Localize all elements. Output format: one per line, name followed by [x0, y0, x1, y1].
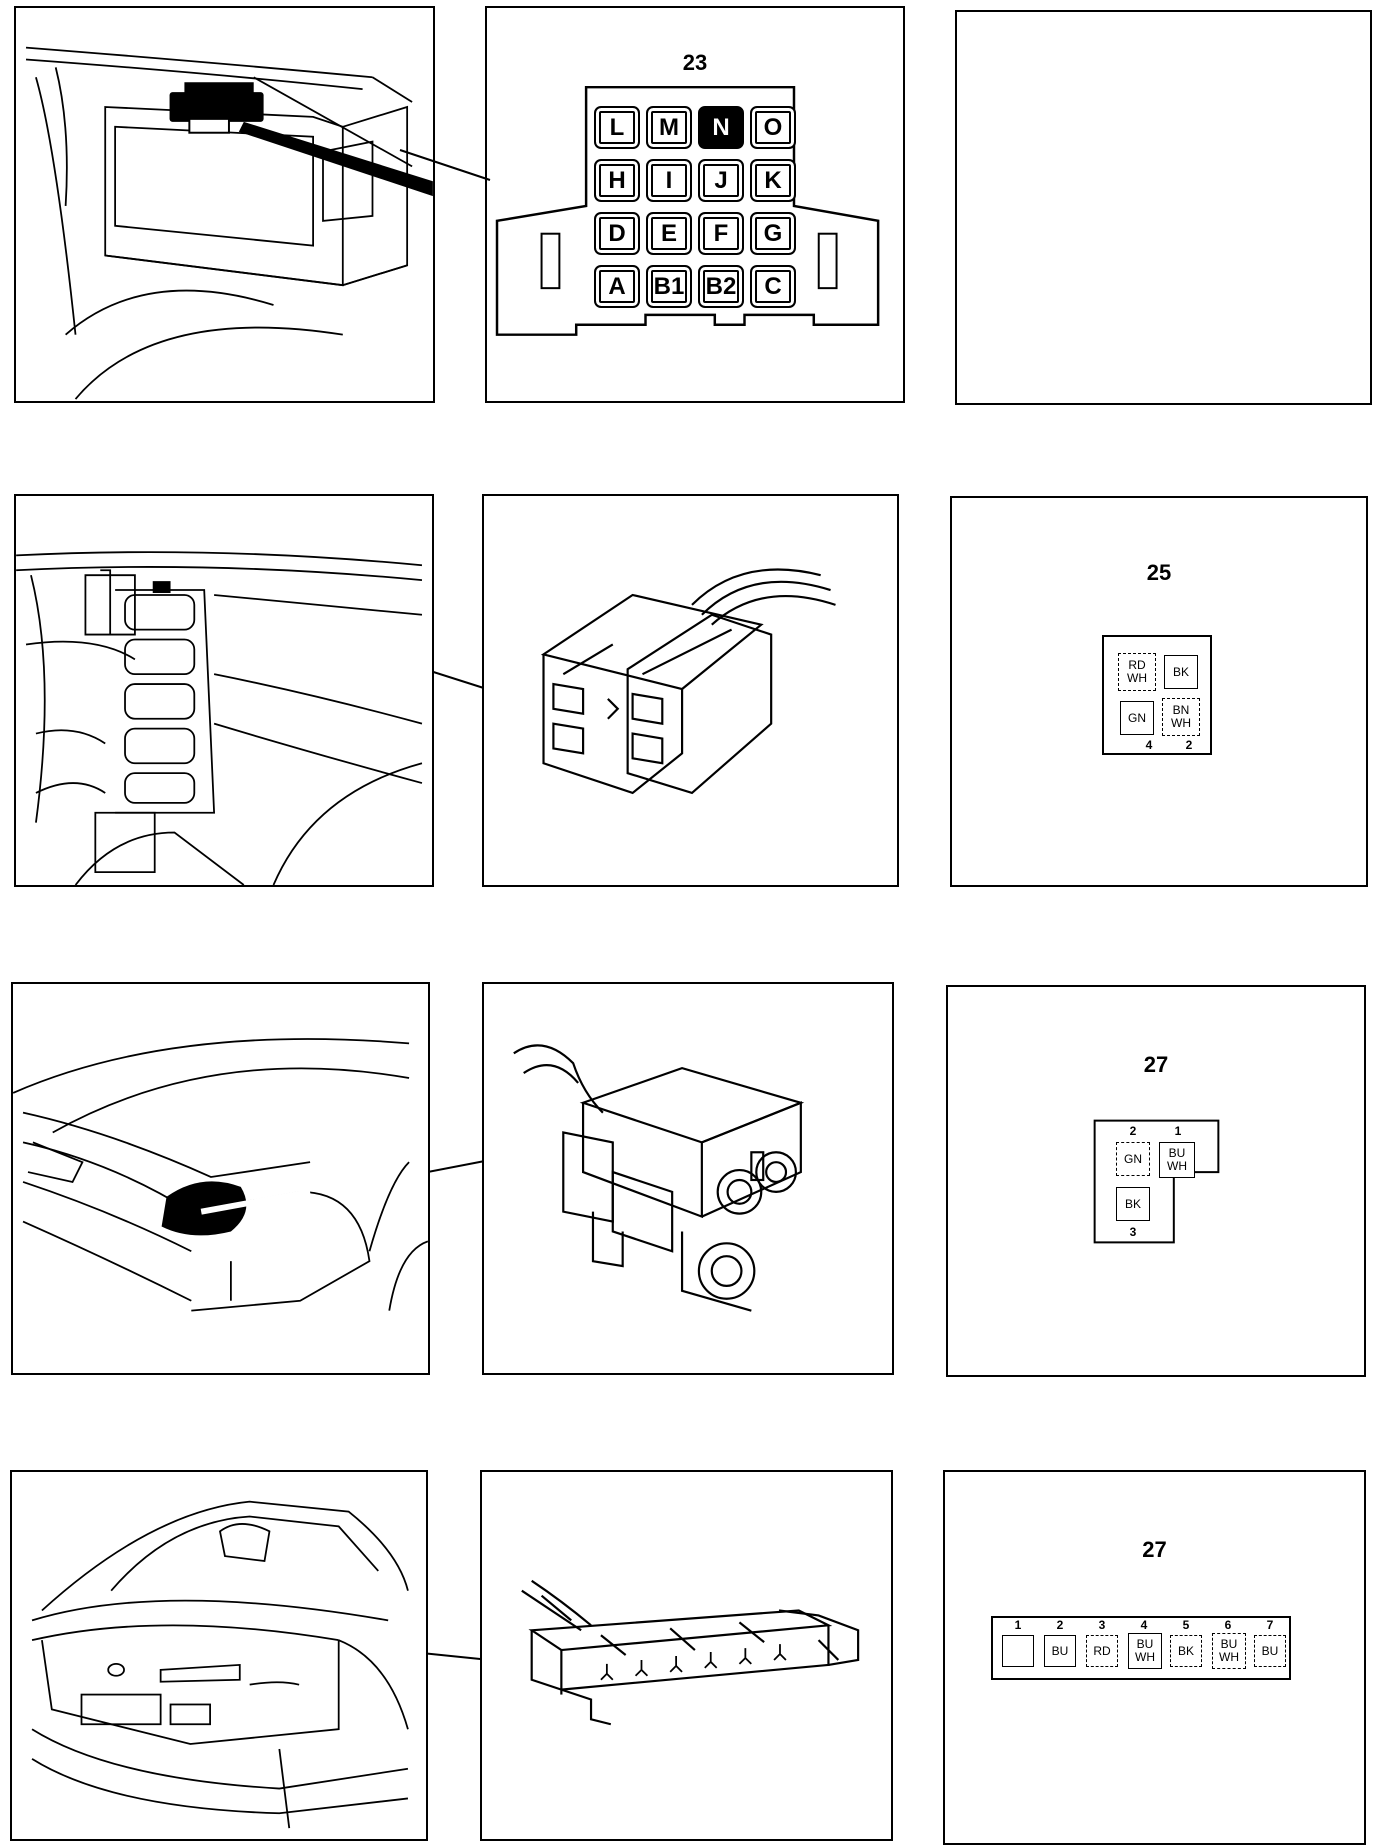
- wire-color: WH: [1135, 1650, 1155, 1664]
- wire-color: BK: [1172, 664, 1189, 679]
- wire-color: BU: [1220, 1637, 1238, 1651]
- front-corner-illustration: [11, 982, 430, 1375]
- pin-I: I: [646, 159, 692, 202]
- wire-pin-1: [1002, 1635, 1034, 1667]
- pin-number-3: 3: [1129, 1225, 1137, 1239]
- rear-car-illustration: [10, 1470, 428, 1841]
- dashboard-location-illustration-1: [14, 6, 435, 403]
- pinout-27-7pin-panel: 27 1 2 3 4 5 6 7 BU RD BU WH BK BU WH BU: [943, 1470, 1366, 1845]
- pin-number-3: 3: [1098, 1618, 1106, 1632]
- 4pin-connector-drawing: [540, 568, 836, 795]
- pin-number-2: 2: [1129, 1124, 1137, 1138]
- pinout-number: 25: [1146, 560, 1172, 585]
- wire-pin-4: GN: [1120, 701, 1154, 735]
- wire-color: BK: [1124, 1196, 1141, 1211]
- wire-color: WH: [1127, 671, 1147, 685]
- 7pin-connector-drawing: [521, 1579, 860, 1726]
- pin-C: C: [750, 265, 796, 308]
- pinout-27-housing: [1093, 1119, 1220, 1244]
- wire-color: BU: [1168, 1146, 1186, 1160]
- connector-4pin-illustration: [482, 494, 899, 887]
- pin-B2: B2: [698, 265, 744, 308]
- pin-B1: B1: [646, 265, 692, 308]
- pin-G: G: [750, 212, 796, 255]
- pin-number-6: 6: [1224, 1618, 1232, 1632]
- dashboard-drawing: [25, 46, 433, 400]
- pin-number-1: 1: [1014, 1618, 1022, 1632]
- pin-A: A: [594, 265, 640, 308]
- wire-color: BN: [1172, 703, 1190, 717]
- wire-color: BK: [1177, 1643, 1194, 1658]
- center-console-illustration: [14, 494, 434, 887]
- pin-number-4: 4: [1140, 1618, 1148, 1632]
- wire-pin-2: GN: [1116, 1142, 1150, 1176]
- connector-3pin-illustration: [482, 982, 894, 1375]
- pin-number-1: 1: [1174, 1124, 1182, 1138]
- pinout-number: 27: [1142, 1537, 1167, 1562]
- connector-23-face-panel: 23 L M N O H I J K D E F G A B1 B2 C: [485, 6, 905, 403]
- pin-E: E: [646, 212, 692, 255]
- pin-O: O: [750, 106, 796, 149]
- wire-pin-1: BK: [1164, 655, 1198, 689]
- 3pin-connector-drawing: [513, 1044, 805, 1312]
- wire-pin-5: BK: [1170, 1635, 1202, 1667]
- connector-23-pin-grid: L M N O H I J K D E F G A B1 B2 C: [487, 8, 903, 401]
- pin-number-7: 7: [1266, 1618, 1274, 1632]
- pin-N-highlighted: N: [698, 106, 744, 149]
- wire-pin-2: BN WH: [1162, 698, 1200, 736]
- wire-pin-3: BK: [1116, 1187, 1150, 1221]
- wire-color: WH: [1219, 1650, 1239, 1664]
- connector-number: 23: [682, 50, 708, 75]
- pinout-27-3pin-panel: 27 2 1 GN BU WH BK 3: [946, 985, 1366, 1377]
- pin-L: L: [594, 106, 640, 149]
- wire-color: BU: [1261, 1643, 1279, 1658]
- pin-H: H: [594, 159, 640, 202]
- wire-pin-4: BU WH: [1128, 1633, 1162, 1669]
- wire-pin-1: BU WH: [1159, 1142, 1195, 1178]
- wire-pin-3: RD WH: [1118, 653, 1156, 691]
- wire-color: BU: [1051, 1643, 1069, 1658]
- wire-pin-6: BU WH: [1212, 1633, 1246, 1669]
- pin-number-2: 2: [1056, 1618, 1064, 1632]
- wire-color: GN: [1124, 1151, 1142, 1166]
- pin-M: M: [646, 106, 692, 149]
- center-console-drawing: [16, 551, 423, 885]
- wire-pin-3: RD: [1086, 1635, 1118, 1667]
- empty-panel: [955, 10, 1372, 405]
- pin-J: J: [698, 159, 744, 202]
- wire-color: RD: [1128, 658, 1146, 672]
- wire-color: WH: [1171, 716, 1191, 730]
- wire-color: WH: [1167, 1159, 1187, 1173]
- wire-color: BU: [1136, 1637, 1154, 1651]
- front-corner-drawing: [13, 1038, 428, 1312]
- wire-color: RD: [1093, 1643, 1111, 1658]
- connector-23-housing: [495, 85, 880, 336]
- pin-F: F: [698, 212, 744, 255]
- wire-pin-2: BU: [1044, 1635, 1076, 1667]
- pin-D: D: [594, 212, 640, 255]
- rear-car-drawing: [31, 1500, 409, 1829]
- pin-K: K: [750, 159, 796, 202]
- pin-number-2: 2: [1185, 738, 1193, 752]
- wire-pin-7: BU: [1254, 1635, 1286, 1667]
- wire-color: GN: [1128, 710, 1146, 725]
- pin-number-4: 4: [1145, 738, 1153, 752]
- pinout-number: 27: [1143, 1052, 1169, 1077]
- pinout-25-panel: 25 3 1 RD WH BK GN BN WH 4 2: [950, 496, 1368, 887]
- connector-7pin-illustration: [480, 1470, 893, 1841]
- pin-number-5: 5: [1182, 1618, 1190, 1632]
